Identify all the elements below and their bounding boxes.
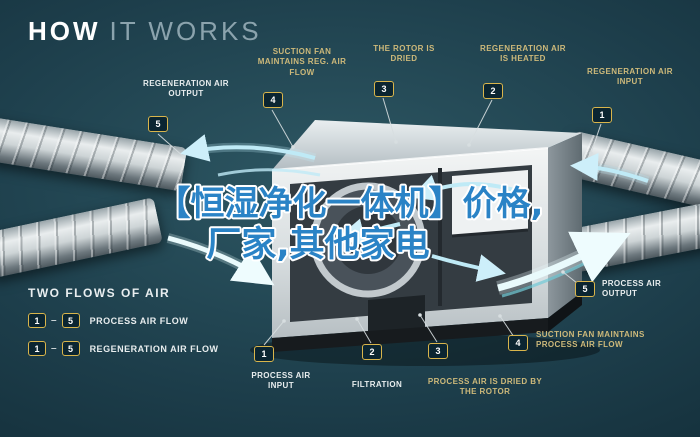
- callout-label-process-air-output: PROCESS AIR OUTPUT: [602, 279, 662, 299]
- step-badge-process-1: 1: [254, 346, 274, 362]
- legend-heading: TWO FLOWS OF AIR: [28, 286, 171, 300]
- machine-base-front: [272, 318, 548, 352]
- page-title: HOW IT WORKS: [28, 16, 262, 47]
- desiccant-rotor: [310, 182, 426, 298]
- step-badge-regen-2: 2: [483, 83, 503, 99]
- legend-label-regeneration-air-flow: REGENERATION AIR FLOW: [89, 343, 219, 354]
- callout-label-suction-fan-reg: SUCTION FAN MAINTAINS REG. AIR FLOW: [257, 47, 347, 77]
- legend-range-dash: –: [51, 343, 57, 354]
- step-badge-process-2: 2: [362, 344, 382, 360]
- legend-badge-regen-start: 1: [28, 341, 46, 356]
- legend-badge-process-end: 5: [61, 313, 80, 328]
- step-badge-regen-4: 4: [263, 92, 283, 108]
- callout-label-process-air-dried: PROCESS AIR IS DRIED BY THE ROTOR: [427, 377, 543, 397]
- callout-label-regeneration-air-output: REGENERATION AIR OUTPUT: [143, 79, 229, 99]
- interior-shelf: [451, 228, 529, 238]
- callout-label-process-air-input: PROCESS AIR INPUT: [251, 371, 311, 391]
- legend-badge-regen-end: 5: [61, 341, 80, 356]
- airflow-arrows: [166, 134, 650, 298]
- legend-label-process-air-flow: PROCESS AIR FLOW: [89, 315, 189, 326]
- callout-label-regeneration-air-heated: REGENERATION AIR IS HEATED: [480, 44, 566, 64]
- callout-label-regeneration-air-input: REGENERATION AIR INPUT: [587, 67, 673, 87]
- callout-label-filtration: FILTRATION: [351, 380, 403, 389]
- connector-dots: [182, 140, 593, 323]
- callout-connector-lines: [157, 97, 602, 346]
- legend-row-regeneration: 1 – 5 REGENERATION AIR FLOW: [28, 341, 219, 356]
- step-badge-regen-1: 1: [592, 107, 612, 123]
- legend: TWO FLOWS OF AIR 1 – 5 PROCESS AIR FLOW …: [28, 286, 219, 356]
- dehumidifier-unit: [271, 120, 582, 352]
- heater-box: [452, 170, 528, 236]
- callout-label-suction-fan-process: SUCTION FAN MAINTAINS PROCESS AIR FLOW: [536, 330, 645, 350]
- edge-highlight: [271, 147, 549, 171]
- machine-base-right: [548, 292, 582, 332]
- step-badge-regen-5: 5: [148, 116, 168, 132]
- legend-range-dash: –: [51, 315, 57, 326]
- step-badge-process-5: 5: [575, 281, 595, 297]
- title-word-how: HOW: [28, 16, 101, 46]
- callout-label-rotor-is-dried: THE ROTOR IS DRIED: [373, 44, 435, 64]
- step-badge-regen-3: 3: [374, 81, 394, 97]
- machine-top-face: [272, 120, 582, 170]
- step-badge-process-4: 4: [508, 335, 528, 351]
- legend-badge-process-start: 1: [28, 313, 46, 328]
- legend-row-process: 1 – 5 PROCESS AIR FLOW: [28, 313, 219, 328]
- title-word-it-works: IT WORKS: [109, 16, 262, 46]
- step-badge-process-3: 3: [428, 343, 448, 359]
